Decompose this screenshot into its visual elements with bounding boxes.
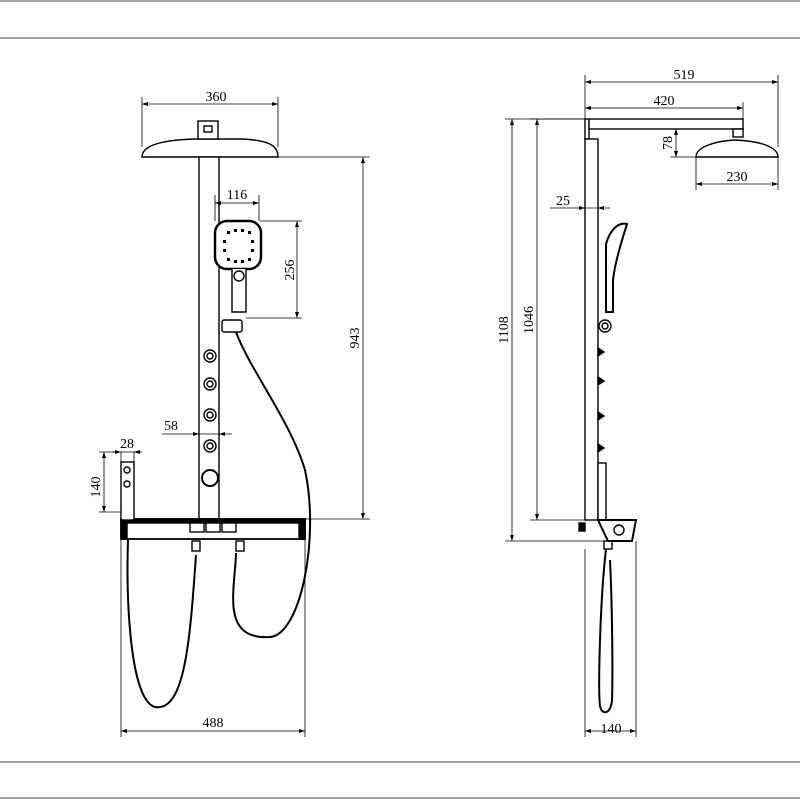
dim-handle-width: 28: [120, 437, 134, 452]
side-shower-head: [695, 128, 779, 158]
dim-head-width: 360: [206, 90, 227, 105]
overhead-shower-head: [141, 120, 279, 158]
side-body-jets: [597, 346, 606, 454]
side-mixer: [578, 462, 638, 550]
dim-overall-width: 488: [203, 716, 224, 731]
side-view: [578, 118, 779, 714]
dim-handle-height: 140: [89, 477, 104, 498]
dim-handshower-height: 256: [283, 260, 298, 281]
front-view: [120, 120, 312, 709]
dim-column-width: 58: [164, 419, 178, 434]
dim-total-height: 1108: [497, 316, 512, 343]
dim-upper-height: 1046: [522, 306, 537, 334]
side-handle: [120, 461, 135, 521]
side-hoses: [598, 548, 614, 714]
hand-shower-hose: [232, 331, 312, 639]
dim-overall-depth: 519: [674, 68, 695, 83]
dim-head-depth: 230: [727, 170, 748, 185]
dim-column-height: 943: [348, 328, 363, 349]
dim-base-depth: 140: [601, 722, 622, 737]
body-jets: [201, 349, 219, 487]
supply-hose: [126, 539, 197, 709]
dim-column-depth: 25: [556, 194, 570, 209]
side-hand-shower: [598, 222, 629, 333]
dim-head-thickness: 78: [661, 136, 676, 150]
dimension-arrowheads: [102, 80, 778, 733]
shower-column: [198, 156, 220, 520]
thermostatic-shelf: [120, 518, 306, 552]
side-view-dimension-lines: [505, 75, 779, 737]
dim-handshower-offset: 116: [227, 188, 247, 203]
dim-arm-length: 420: [654, 94, 675, 109]
hand-shower: [213, 219, 263, 333]
side-column-and-arm: [584, 118, 744, 521]
